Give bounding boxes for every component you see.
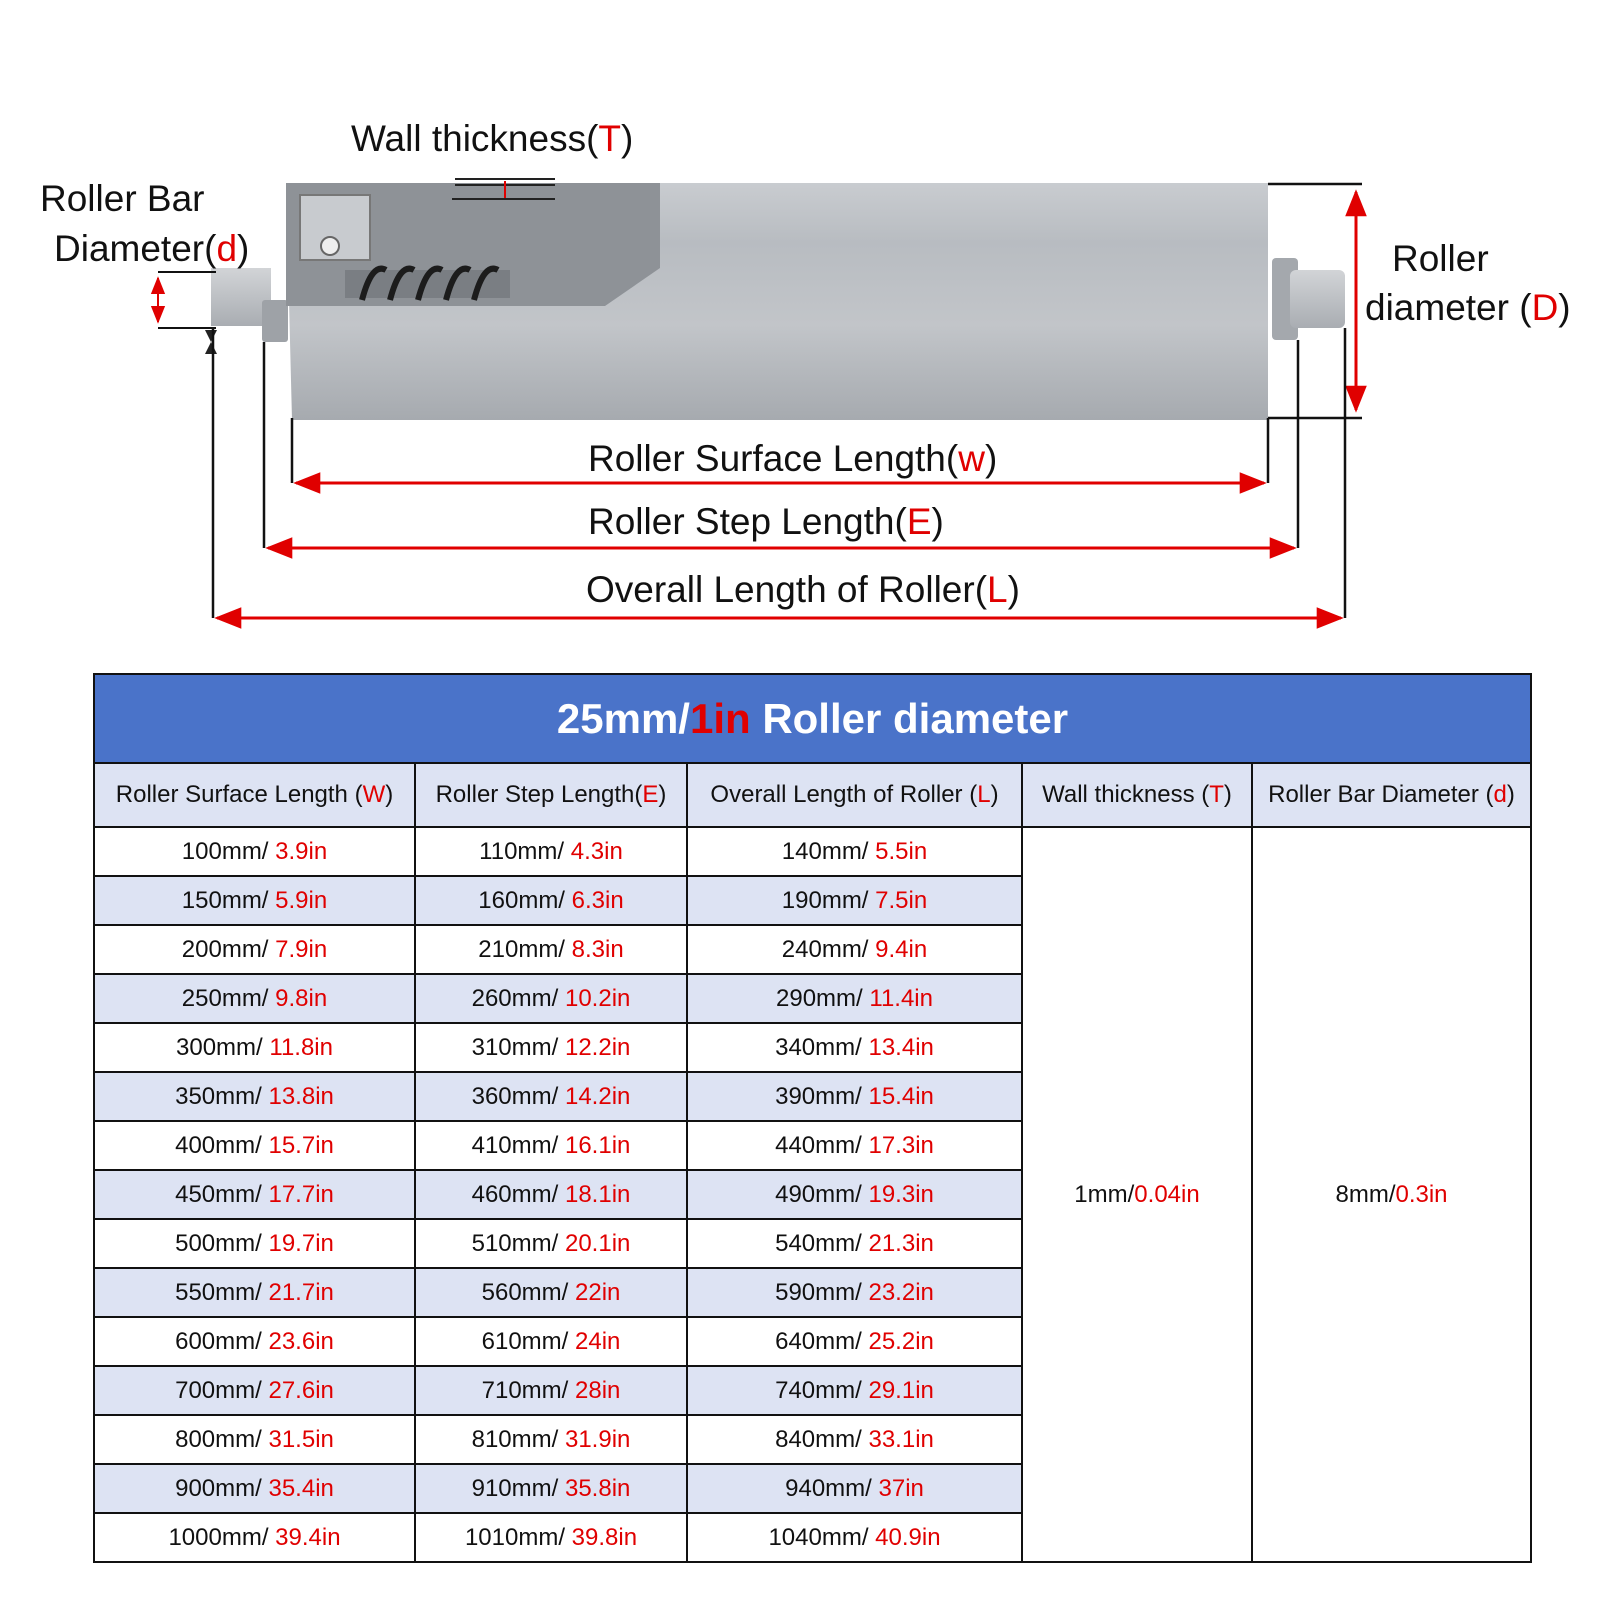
wall-thickness-marker — [452, 178, 555, 200]
surface-length-cell: 1000mm/ 39.4in — [93, 1512, 416, 1563]
header-bar-diameter: Roller Bar Diameter (d) — [1250, 762, 1533, 828]
overall-length-cell: 190mm/ 7.5in — [686, 875, 1023, 926]
step-length-cell: 460mm/ 18.1in — [414, 1169, 688, 1220]
overall-length-cell: 840mm/ 33.1in — [686, 1414, 1023, 1465]
overall-length-cell: 140mm/ 5.5in — [686, 826, 1023, 877]
surface-length-cell: 300mm/ 11.8in — [93, 1022, 416, 1073]
overall-length-cell: 590mm/ 23.2in — [686, 1267, 1023, 1318]
overall-length-cell: 440mm/ 17.3in — [686, 1120, 1023, 1171]
wall-thickness-label: Wall thickness(T) — [351, 118, 634, 159]
overall-length-cell: 540mm/ 21.3in — [686, 1218, 1023, 1269]
step-length-cell: 210mm/ 8.3in — [414, 924, 688, 975]
step-length-cell: 110mm/ 4.3in — [414, 826, 688, 877]
header-wall-thickness: Wall thickness (T) — [1021, 762, 1253, 828]
surface-length-cell: 800mm/ 31.5in — [93, 1414, 416, 1465]
step-length-cell: 1010mm/ 39.8in — [414, 1512, 688, 1563]
roller-bar-diameter-label-line2: Diameter(d) — [54, 228, 250, 269]
step-length-cell: 610mm/ 24in — [414, 1316, 688, 1367]
roller-diameter-dimension — [1268, 182, 1367, 420]
table-title: 25mm/1in Roller diameter — [92, 673, 1533, 764]
step-length-cell: 310mm/ 12.2in — [414, 1022, 688, 1073]
surface-length-cell: 250mm/ 9.8in — [93, 973, 416, 1024]
overall-length-cell: 290mm/ 11.4in — [686, 973, 1023, 1024]
spec-table: 25mm/1in Roller diameter Roller Surface … — [92, 673, 1533, 1563]
step-length-cell: 160mm/ 6.3in — [414, 875, 688, 926]
wall-thickness-value: 1mm/0.04in — [1021, 826, 1253, 1563]
surface-length-cell: 450mm/ 17.7in — [93, 1169, 416, 1220]
step-length-cell: 810mm/ 31.9in — [414, 1414, 688, 1465]
surface-length-cell: 100mm/ 3.9in — [93, 826, 416, 877]
left-step — [262, 300, 288, 342]
overall-length-label: Overall Length of Roller(L) — [586, 569, 1020, 610]
surface-length-cell: 550mm/ 21.7in — [93, 1267, 416, 1318]
step-length-cell: 260mm/ 10.2in — [414, 973, 688, 1024]
surface-length-cell: 150mm/ 5.9in — [93, 875, 416, 926]
overall-length-cell: 340mm/ 13.4in — [686, 1022, 1023, 1073]
step-length-cell: 560mm/ 22in — [414, 1267, 688, 1318]
header-overall-length: Overall Length of Roller (L) — [686, 762, 1023, 828]
surface-length-cell: 350mm/ 13.8in — [93, 1071, 416, 1122]
surface-length-cell: 600mm/ 23.6in — [93, 1316, 416, 1367]
header-surface-length: Roller Surface Length (W) — [93, 762, 416, 828]
table-title-row: 25mm/1in Roller diameter — [92, 673, 1533, 764]
step-length-cell: 510mm/ 20.1in — [414, 1218, 688, 1269]
surface-length-cell: 700mm/ 27.6in — [93, 1365, 416, 1416]
bar-diameter-value: 8mm/0.3in — [1250, 826, 1533, 1563]
extension-lines — [211, 328, 1347, 618]
left-shaft — [211, 268, 271, 326]
table-header-row: Roller Surface Length (W)Roller Step Len… — [93, 762, 1533, 828]
surface-length-cell: 900mm/ 35.4in — [93, 1463, 416, 1514]
surface-length-cell: 400mm/ 15.7in — [93, 1120, 416, 1171]
overall-length-cell: 640mm/ 25.2in — [686, 1316, 1023, 1367]
overall-length-cell: 390mm/ 15.4in — [686, 1071, 1023, 1122]
roller-diameter-label-line2: diameter (D) — [1365, 287, 1571, 328]
step-length-cell: 410mm/ 16.1in — [414, 1120, 688, 1171]
step-length-cell: 710mm/ 28in — [414, 1365, 688, 1416]
roller-bar-diameter-label-line1: Roller Bar — [40, 178, 205, 219]
surface-length-cell: 500mm/ 19.7in — [93, 1218, 416, 1269]
overall-length-cell: 490mm/ 19.3in — [686, 1169, 1023, 1220]
roller-illustration — [150, 178, 1367, 629]
step-length-cell: 910mm/ 35.8in — [414, 1463, 688, 1514]
right-shaft — [1290, 270, 1345, 328]
roller-diagram: Wall thickness(T) Roller Bar Diameter(d)… — [0, 0, 1600, 650]
surface-length-label: Roller Surface Length(w) — [588, 438, 998, 479]
header-step-length: Roller Step Length(E) — [414, 762, 688, 828]
overall-length-cell: 1040mm/ 40.9in — [686, 1512, 1023, 1563]
spring-coils — [359, 265, 500, 301]
overall-length-cell: 740mm/ 29.1in — [686, 1365, 1023, 1416]
surface-length-cell: 200mm/ 7.9in — [93, 924, 416, 975]
bar-diameter-dimension — [150, 271, 217, 354]
step-length-cell: 360mm/ 14.2in — [414, 1071, 688, 1122]
step-length-label: Roller Step Length(E) — [588, 501, 944, 542]
overall-length-cell: 940mm/ 37in — [686, 1463, 1023, 1514]
roller-diameter-label-line1: Roller — [1392, 238, 1489, 279]
overall-length-cell: 240mm/ 9.4in — [686, 924, 1023, 975]
